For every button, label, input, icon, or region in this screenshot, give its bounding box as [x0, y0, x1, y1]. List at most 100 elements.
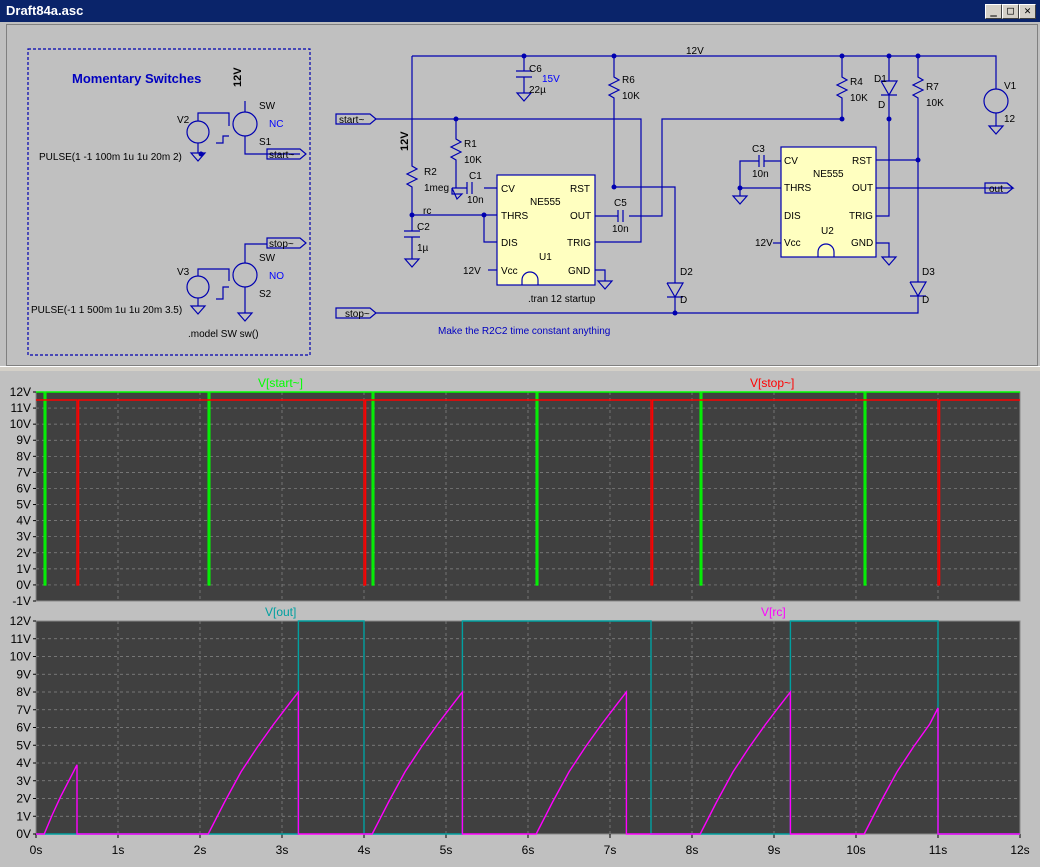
c3-value: 10n — [752, 169, 769, 180]
v1-label: V1 — [1004, 81, 1017, 92]
u2-pin-trig: TRIG — [849, 211, 873, 222]
y-tick-label: 2V — [16, 546, 31, 560]
stop-out-label: stop~ — [269, 239, 294, 250]
schematic-editor[interactable]: Momentary Switches 12V V2 PULSE(1 -1 100… — [6, 24, 1038, 366]
u2-part: NE555 — [813, 169, 844, 180]
minimize-button[interactable]: _ — [985, 4, 1002, 19]
y-tick-label: 0V — [16, 578, 31, 592]
window-title: Draft84a.asc — [6, 3, 84, 18]
y-tick-label: 5V — [16, 498, 31, 512]
start-out-label: start~ — [269, 150, 294, 161]
r2-supply: 12V — [399, 131, 411, 151]
u1-pin-gnd: GND — [568, 266, 590, 277]
s1-state: NC — [269, 119, 283, 130]
v2-pulse: PULSE(1 -1 100m 1u 1u 20m 2) — [39, 152, 182, 163]
r2-label: R2 — [424, 167, 437, 178]
x-tick-label: 6s — [522, 843, 535, 857]
d3-label: D3 — [922, 267, 935, 278]
u2-pin-rst: RST — [852, 156, 872, 167]
y-tick-label: 10V — [10, 650, 31, 664]
u1-pin-trig: TRIG — [567, 238, 591, 249]
window-titlebar[interactable]: Draft84a.asc _ □ ✕ — [0, 0, 1040, 22]
series-name-start[interactable]: V[start~] — [258, 376, 303, 390]
y-tick-label: 11V — [11, 632, 31, 646]
r1-value: 10K — [464, 155, 482, 166]
trace-1[interactable] — [36, 399, 1020, 586]
u1-vcc-net: 12V — [463, 266, 481, 277]
y-tick-label: 12V — [10, 385, 31, 399]
v1-value: 12 — [1004, 114, 1016, 125]
y-tick-label: 4V — [16, 756, 31, 770]
d1-model: D — [878, 100, 885, 111]
c2-label: C2 — [417, 222, 430, 233]
u1-ne555-chip[interactable] — [496, 174, 596, 286]
rail-label: 12V — [686, 46, 704, 57]
r6-value: 10K — [622, 91, 640, 102]
rc-label: rc — [423, 206, 431, 217]
u2-name: U2 — [821, 226, 834, 237]
y-tick-label: 5V — [16, 738, 31, 752]
u2-pin-cv: CV — [784, 156, 798, 167]
s2-switch-symbol[interactable] — [232, 262, 258, 288]
v3-pulse: PULSE(-1 1 500m 1u 1u 20m 3.5) — [31, 305, 182, 316]
u1-pin-dis: DIS — [501, 238, 518, 249]
c5-label: C5 — [614, 198, 627, 209]
y-tick-label: 0V — [16, 827, 31, 841]
s1-model: SW — [259, 101, 276, 112]
series-name-out[interactable]: V[out] — [265, 605, 296, 619]
r7-label: R7 — [926, 82, 939, 93]
trace-3[interactable] — [36, 689, 1020, 835]
series-name-rc[interactable]: V[rc] — [761, 605, 786, 619]
u2-vcc-net: 12V — [755, 238, 773, 249]
sw-model: .model SW sw() — [188, 329, 259, 340]
v1-source-symbol[interactable] — [983, 88, 1009, 114]
v3-label: V3 — [177, 267, 190, 278]
y-tick-label: 7V — [16, 465, 31, 479]
close-button[interactable]: ✕ — [1019, 4, 1036, 19]
y-tick-label: 10V — [10, 417, 31, 431]
u1-pin-vcc: Vcc — [501, 266, 518, 277]
u2-pin-thrs: THRS — [784, 183, 812, 194]
u1-pin-out: OUT — [570, 211, 591, 222]
y-tick-label: 1V — [16, 809, 31, 823]
c6-value: 22µ — [529, 85, 546, 96]
y-tick-label: 12V — [10, 614, 31, 628]
c2-value: 1µ — [417, 243, 429, 254]
y-tick-label: 7V — [16, 703, 31, 717]
u2-ne555-chip[interactable] — [780, 146, 877, 258]
x-tick-label: 10s — [846, 843, 865, 857]
d1-label: D1 — [874, 74, 887, 85]
d3-model: D — [922, 295, 929, 306]
x-tick-label: 3s — [276, 843, 289, 857]
c5-value: 10n — [612, 224, 629, 235]
x-tick-label: 7s — [604, 843, 617, 857]
x-tick-label: 11s — [929, 843, 947, 857]
u2-pin-dis: DIS — [784, 211, 801, 222]
v2-source-symbol[interactable] — [186, 120, 210, 144]
box-title: Momentary Switches — [72, 71, 201, 86]
v3-source-symbol[interactable] — [186, 275, 210, 299]
trace-2[interactable] — [36, 620, 1020, 835]
maximize-button[interactable]: □ — [1002, 4, 1019, 19]
y-tick-label: 3V — [16, 774, 31, 788]
trace-0[interactable] — [36, 391, 1020, 586]
x-tick-label: 9s — [768, 843, 781, 857]
x-tick-label: 8s — [686, 843, 699, 857]
u1-pin-cv: CV — [501, 184, 515, 195]
x-tick-label: 12s — [1010, 843, 1029, 857]
r2-value: 1meg — [424, 183, 449, 194]
c3-label: C3 — [752, 144, 765, 155]
y-tick-label: 6V — [16, 481, 31, 495]
s1-switch-symbol[interactable] — [232, 111, 258, 137]
u1-pin-rst: RST — [570, 184, 590, 195]
x-tick-label: 2s — [194, 843, 207, 857]
series-name-stop[interactable]: V[stop~] — [750, 376, 794, 390]
c1-value: 10n — [467, 195, 484, 206]
x-tick-label: 5s — [440, 843, 453, 857]
u2-pin-vcc: Vcc — [784, 238, 801, 249]
y-tick-label: 1V — [16, 562, 31, 576]
y-tick-label: 9V — [16, 667, 31, 681]
tran-directive: .tran 12 startup — [528, 294, 596, 305]
s2-state: NO — [269, 271, 284, 282]
